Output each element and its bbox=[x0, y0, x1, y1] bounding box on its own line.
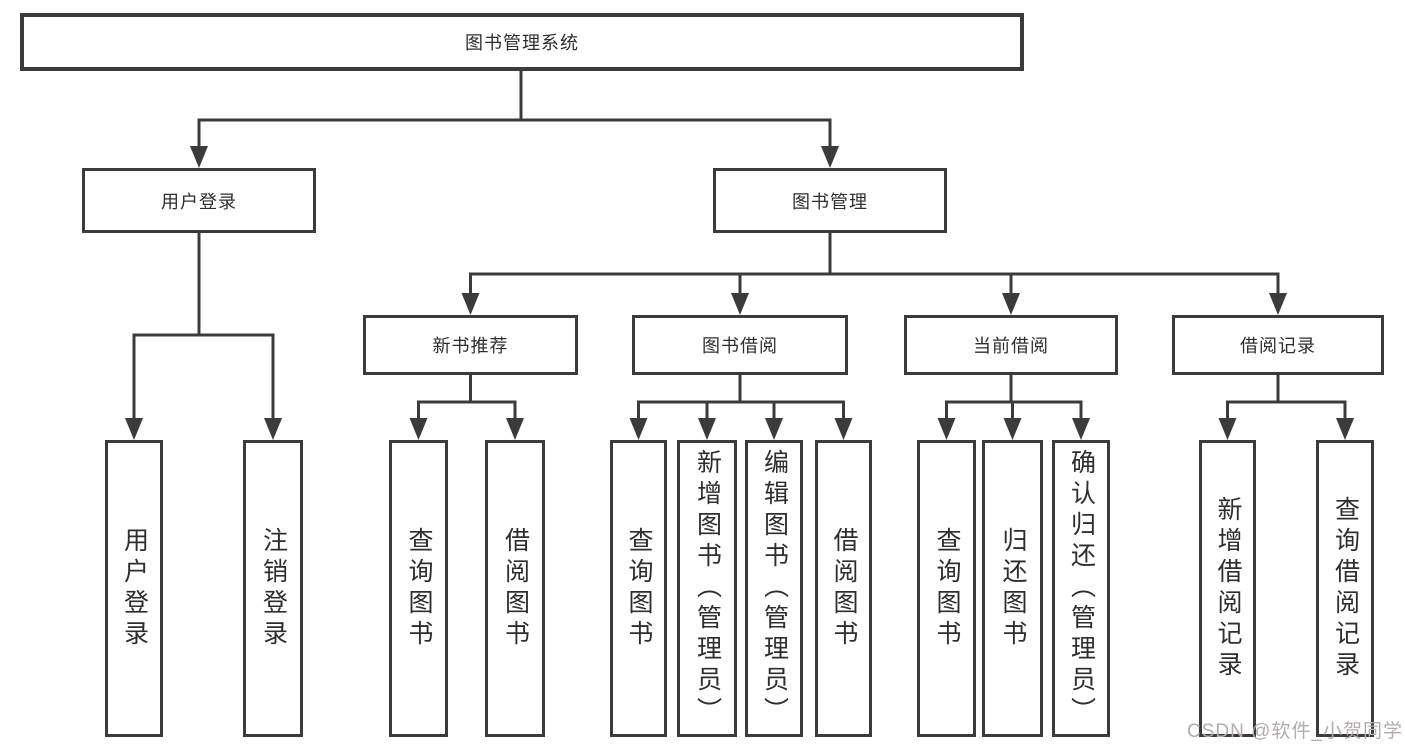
connector-segments bbox=[132, 69, 1347, 419]
node-library-management-system: 图书管理系统 bbox=[20, 13, 1024, 71]
leaf-query-borrow-record: 查询借阅记录 bbox=[1316, 440, 1374, 737]
leaf-query-books-recommend: 查询图书 bbox=[389, 440, 448, 737]
leaf-logout-login: 注销登录 bbox=[243, 440, 303, 737]
node-book-borrow: 图书借阅 bbox=[632, 315, 848, 375]
arrowhead-icons bbox=[125, 146, 1354, 440]
node-user-login: 用户登录 bbox=[82, 168, 316, 233]
leaf-return-books: 归还图书 bbox=[982, 440, 1043, 737]
node-label: 编辑图书（管理员） bbox=[760, 449, 789, 728]
node-label: 确认归还（管理员） bbox=[1067, 449, 1096, 728]
leaf-confirm-return-admin: 确认归还（管理员） bbox=[1052, 440, 1110, 737]
leaf-query-books-borrow: 查询图书 bbox=[610, 440, 667, 737]
node-label: 借阅图书 bbox=[501, 526, 530, 651]
leaf-query-books-current: 查询图书 bbox=[917, 440, 976, 737]
node-label: 查询图书 bbox=[625, 526, 653, 651]
leaf-borrow-books: 借阅图书 bbox=[815, 440, 872, 737]
node-label: 图书管理系统 bbox=[465, 33, 579, 53]
node-new-book-recommend: 新书推荐 bbox=[363, 315, 578, 375]
node-label: 查询图书 bbox=[405, 526, 433, 651]
node-label: 用户登录 bbox=[120, 526, 149, 651]
node-label: 当前借阅 bbox=[973, 336, 1049, 356]
node-label: 归还图书 bbox=[999, 526, 1027, 651]
node-label: 查询借阅记录 bbox=[1331, 495, 1360, 682]
node-current-borrow: 当前借阅 bbox=[904, 315, 1118, 375]
node-label: 注销登录 bbox=[259, 526, 288, 651]
node-label: 查询图书 bbox=[933, 526, 961, 651]
node-label: 借阅记录 bbox=[1240, 336, 1316, 356]
leaf-borrow-books-recommend: 借阅图书 bbox=[485, 440, 545, 737]
leaf-add-borrow-record: 新增借阅记录 bbox=[1199, 440, 1256, 737]
node-label: 新书推荐 bbox=[432, 336, 509, 356]
node-label: 新增图书（管理员） bbox=[693, 449, 722, 728]
node-label: 图书借阅 bbox=[702, 336, 778, 356]
leaf-add-books-admin: 新增图书（管理员） bbox=[677, 440, 737, 737]
leaf-edit-books-admin: 编辑图书（管理员） bbox=[745, 440, 803, 737]
node-borrow-records: 借阅记录 bbox=[1172, 315, 1384, 375]
node-label: 新增借阅记录 bbox=[1214, 495, 1242, 682]
watermark-text: CSDN @软件_小贺同学 bbox=[1187, 721, 1403, 742]
node-book-management: 图书管理 bbox=[713, 168, 947, 233]
leaf-user-login: 用户登录 bbox=[105, 440, 163, 737]
node-label: 借阅图书 bbox=[830, 526, 858, 651]
node-label: 图书管理 bbox=[792, 191, 868, 212]
node-label: 用户登录 bbox=[161, 191, 237, 212]
